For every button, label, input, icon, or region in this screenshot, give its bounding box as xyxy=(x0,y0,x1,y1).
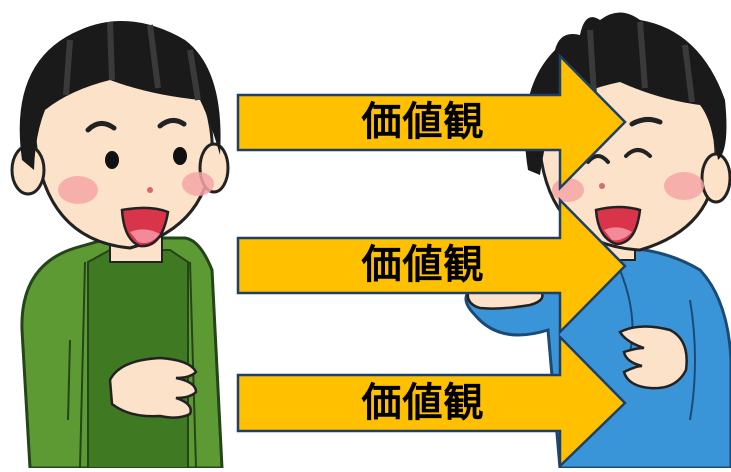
arrow-2 xyxy=(236,196,627,336)
arrow-1-label: 価値観 xyxy=(361,99,485,145)
right-person xyxy=(464,12,731,470)
left-person-eye-left xyxy=(105,151,119,169)
arrow-1 xyxy=(236,52,627,192)
arrow-2-label: 価値観 xyxy=(361,242,485,288)
left-person-hand xyxy=(108,356,198,419)
arrow-3-label: 価値観 xyxy=(361,380,485,426)
right-person-eye-right xyxy=(624,148,652,158)
right-person-eye-left xyxy=(586,154,610,164)
right-person-hair xyxy=(524,12,727,175)
left-person xyxy=(10,21,230,470)
arrow-3 xyxy=(236,333,627,469)
right-person-mouth xyxy=(594,205,642,246)
left-person-eye-right xyxy=(173,147,187,165)
right-person-chest-hand xyxy=(618,325,688,390)
